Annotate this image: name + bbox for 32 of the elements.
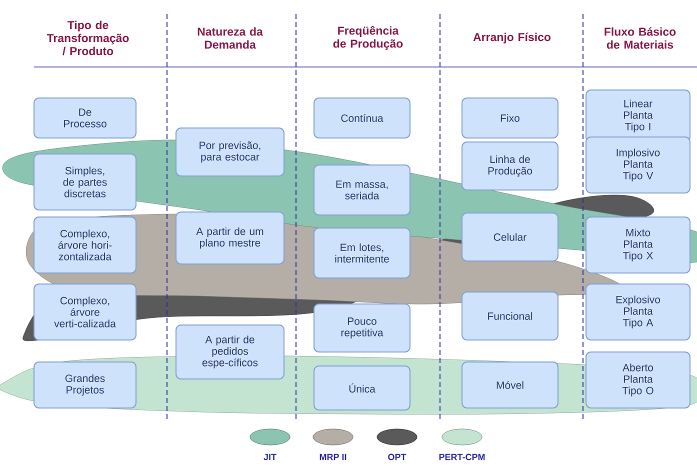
- category-box: A partir de pedidos espe-cíficos: [176, 324, 284, 380]
- category-box: Grandes Projetos: [34, 362, 136, 408]
- category-box: Única: [314, 366, 410, 410]
- category-box: De Processo: [34, 98, 136, 138]
- column-header: Freqüência de Produção: [333, 26, 403, 50]
- category-box: Em lotes, intermitente: [314, 228, 410, 278]
- column-header: Tipo de Transformação / Produto: [46, 20, 129, 56]
- category-box: A partir de um plano mestre: [176, 212, 284, 264]
- node-label: Linear Planta Tipo I: [624, 100, 653, 132]
- category-box: Funcional: [462, 292, 558, 340]
- category-box: Contínua: [314, 98, 410, 138]
- category-box: Simples, de partes discretas: [34, 154, 136, 210]
- category-box: Fixo: [462, 98, 558, 138]
- category-box: Complexo, árvore hori-zontalizada: [34, 216, 136, 274]
- column-header: Natureza da Demanda: [198, 27, 263, 49]
- category-box: Em massa, seriada: [314, 164, 410, 216]
- category-box: Complexo, árvore verti-calizada: [34, 284, 136, 340]
- category-box: Celular: [462, 212, 558, 262]
- category-box: Pouco repetitiva: [314, 304, 410, 352]
- column-header: Fluxo Básico de Materiais: [604, 27, 676, 49]
- category-box: Aberto Planta Tipo O: [586, 352, 690, 408]
- legend-label: OPT: [388, 454, 406, 460]
- legend-label: JIT: [264, 454, 276, 460]
- category-box: Implosivo Planta Tipo V: [586, 136, 690, 194]
- legend-label: MRP II: [320, 454, 346, 460]
- category-box: Mixto Planta Tipo X: [586, 216, 690, 274]
- column-header: Arranjo Físico: [473, 32, 551, 44]
- category-box: Linha de Produção: [462, 142, 558, 190]
- category-box: Explosivo Planta Tipo A: [586, 284, 690, 340]
- legend-label: PERT-CPM: [439, 454, 485, 460]
- category-box: Móvel: [462, 362, 558, 408]
- category-box: Por previsão, para estocar: [176, 128, 284, 176]
